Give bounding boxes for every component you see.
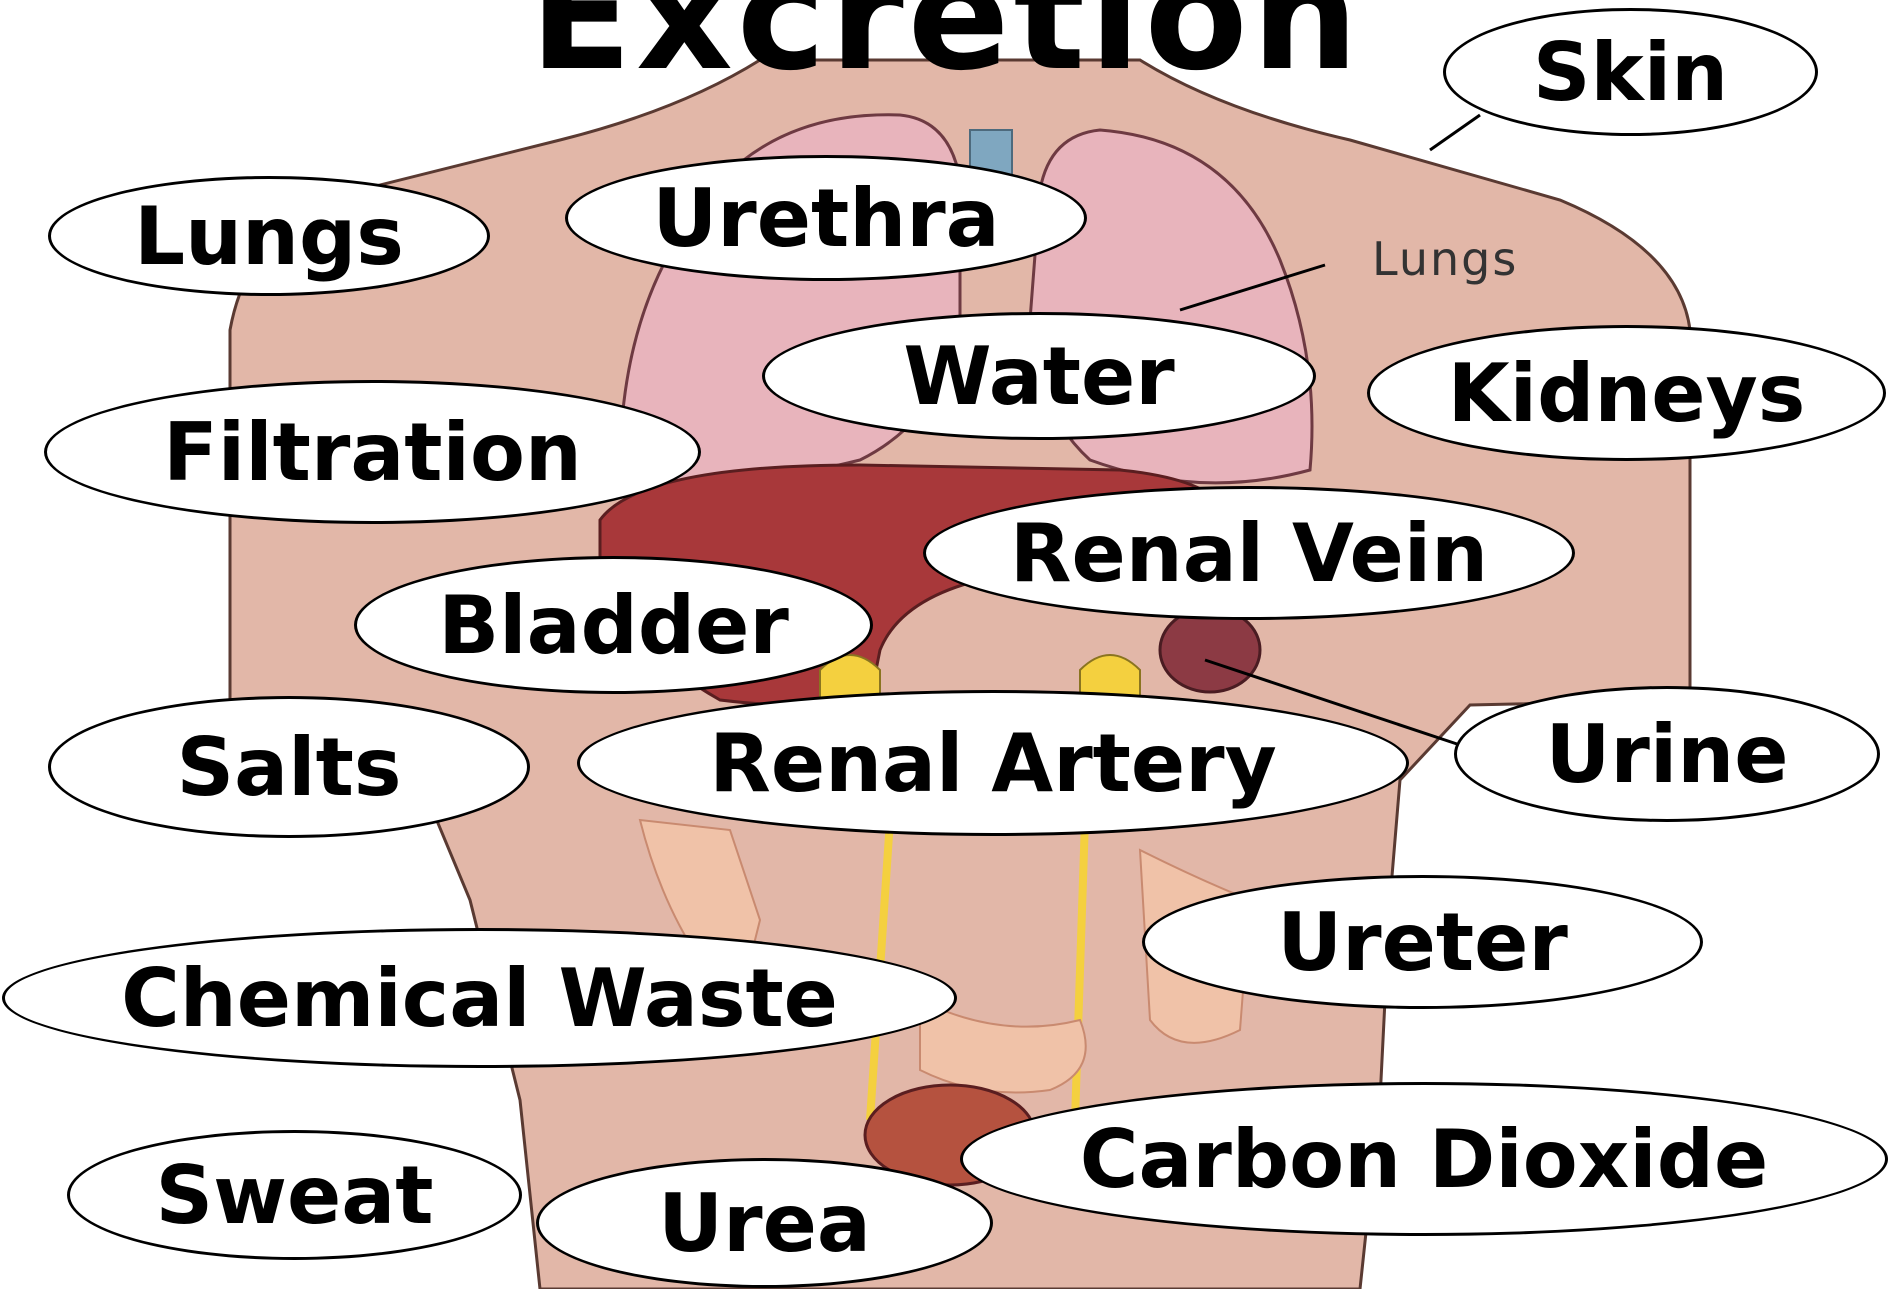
- label-water[interactable]: Water: [762, 312, 1316, 440]
- label-renal-artery[interactable]: Renal Artery: [577, 690, 1409, 836]
- label-chemical-waste[interactable]: Chemical Waste: [2, 928, 957, 1068]
- label-salts[interactable]: Salts: [48, 696, 530, 838]
- label-bladder[interactable]: Bladder: [354, 556, 873, 694]
- label-ureter[interactable]: Ureter: [1142, 875, 1703, 1009]
- label-carbon-dioxide[interactable]: Carbon Dioxide: [960, 1082, 1888, 1236]
- label-filtration[interactable]: Filtration: [44, 380, 701, 524]
- kidney: [1160, 608, 1260, 692]
- label-urethra[interactable]: Urethra: [565, 155, 1087, 281]
- label-kidneys[interactable]: Kidneys: [1367, 325, 1886, 461]
- figure-label-lungs: Lungs: [1372, 232, 1518, 286]
- skin-pointer: [1430, 115, 1480, 150]
- label-sweat[interactable]: Sweat: [67, 1130, 522, 1260]
- label-urine[interactable]: Urine: [1454, 686, 1880, 822]
- label-renal-vein[interactable]: Renal Vein: [923, 486, 1575, 620]
- label-skin[interactable]: Skin: [1443, 8, 1818, 136]
- label-lungs[interactable]: Lungs: [48, 176, 490, 296]
- label-urea[interactable]: Urea: [536, 1158, 993, 1288]
